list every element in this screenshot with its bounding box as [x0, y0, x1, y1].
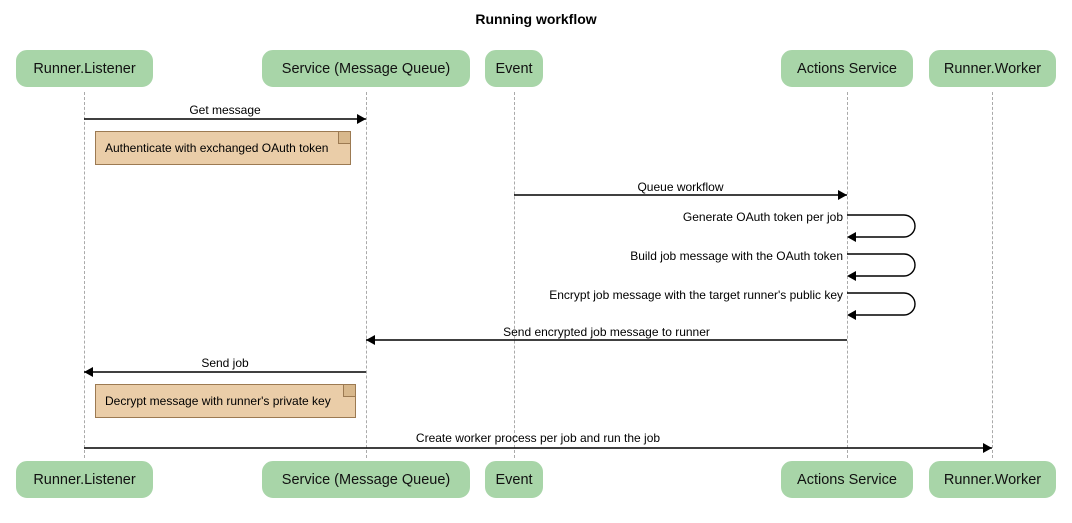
- participant-header-runner-worker[interactable]: Runner.Worker: [929, 50, 1056, 87]
- participant-label: Runner.Listener: [33, 60, 136, 77]
- lifeline-runner-worker: [992, 92, 993, 458]
- lifeline-runner-listener: [84, 92, 85, 458]
- participant-footer-event[interactable]: Event: [485, 461, 543, 498]
- message-label-generate-token: Generate OAuth token per job: [682, 210, 843, 224]
- message-arrow-create-worker: [84, 443, 992, 453]
- note-label: Authenticate with exchanged OAuth token: [105, 141, 329, 155]
- participant-label: Runner.Worker: [943, 60, 1042, 77]
- message-arrow-queue-workflow: [514, 190, 847, 200]
- participant-label: Actions Service: [797, 60, 897, 77]
- note-fold-corner-icon: [338, 132, 350, 144]
- participant-header-runner-listener[interactable]: Runner.Listener: [16, 50, 153, 87]
- message-arrow-get-message: [84, 114, 366, 124]
- self-message-generate-token: [847, 214, 916, 242]
- message-label-queue-workflow: Queue workflow: [637, 180, 724, 194]
- participant-label: Runner.Listener: [33, 471, 136, 488]
- message-label-encrypt-job: Encrypt job message with the target runn…: [549, 288, 843, 302]
- participant-label: Event: [495, 60, 533, 77]
- note-label: Decrypt message with runner's private ke…: [105, 394, 331, 408]
- participant-footer-service-queue[interactable]: Service (Message Queue): [262, 461, 470, 498]
- participant-label: Actions Service: [797, 471, 897, 488]
- note-fold-corner-icon: [343, 385, 355, 397]
- participant-header-actions-service[interactable]: Actions Service: [781, 50, 913, 87]
- lifeline-service-queue: [366, 92, 367, 458]
- participant-header-service-queue[interactable]: Service (Message Queue): [262, 50, 470, 87]
- participant-footer-actions-service[interactable]: Actions Service: [781, 461, 913, 498]
- participant-footer-runner-worker[interactable]: Runner.Worker: [929, 461, 1056, 498]
- message-label-create-worker: Create worker process per job and run th…: [415, 431, 661, 445]
- participant-label: Service (Message Queue): [281, 60, 451, 77]
- message-label-get-message: Get message: [189, 103, 261, 117]
- participant-label: Event: [495, 471, 533, 488]
- lifeline-actions-service: [847, 92, 848, 458]
- diagram-title: Running workflow: [475, 11, 597, 27]
- note-decrypt: Decrypt message with runner's private ke…: [95, 384, 356, 418]
- self-message-build-job-message: [847, 253, 916, 281]
- lifeline-event: [514, 92, 515, 458]
- participant-label: Service (Message Queue): [281, 471, 451, 488]
- message-arrow-send-job: [84, 367, 366, 377]
- participant-footer-runner-listener[interactable]: Runner.Listener: [16, 461, 153, 498]
- participant-label: Runner.Worker: [943, 471, 1042, 488]
- participant-header-event[interactable]: Event: [485, 50, 543, 87]
- message-label-send-encrypted: Send encrypted job message to runner: [503, 325, 710, 339]
- note-authenticate: Authenticate with exchanged OAuth token: [95, 131, 351, 165]
- message-label-send-job: Send job: [201, 356, 249, 370]
- message-arrow-send-encrypted: [366, 335, 847, 345]
- self-message-encrypt-job: [847, 292, 916, 320]
- message-label-build-job-message: Build job message with the OAuth token: [630, 249, 843, 263]
